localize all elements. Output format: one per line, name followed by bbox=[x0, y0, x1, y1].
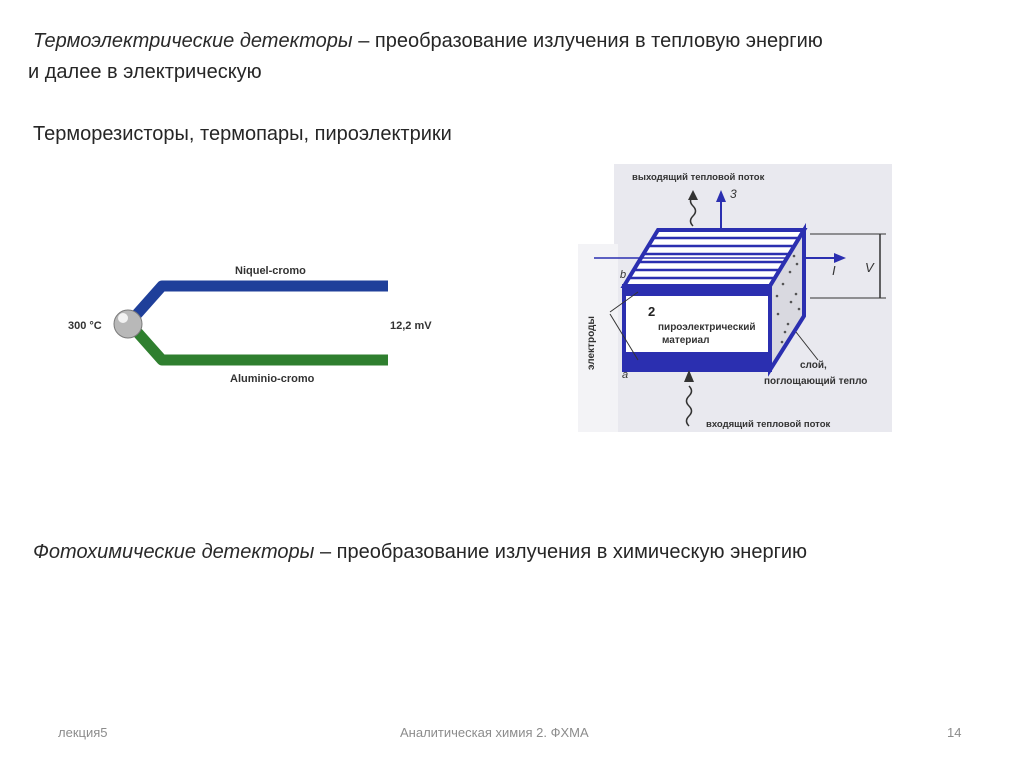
junction-ball bbox=[113, 309, 143, 339]
label-b: b bbox=[620, 269, 626, 281]
heading-photochemical: Фотохимические детекторы – преобразовани… bbox=[33, 539, 807, 565]
nickel-chromium-wire bbox=[125, 280, 388, 326]
absorbing-layer-texture bbox=[775, 254, 801, 344]
footer-course: Аналитическая химия 2. ФХМА bbox=[400, 725, 589, 740]
voltage-label-V: V bbox=[865, 260, 875, 275]
outgoing-flow-arrowhead bbox=[688, 190, 698, 200]
page-number: 14 bbox=[947, 725, 962, 740]
label-2: 2 bbox=[648, 304, 655, 319]
electrodes-leader-top bbox=[609, 291, 639, 313]
heading-thermoelectric-term: Термоэлектрические детекторы bbox=[33, 30, 353, 52]
heading-thermoelectric-definition: – преобразование излучения в тепловую эн… bbox=[352, 30, 823, 52]
axis-3-arrowhead bbox=[716, 190, 726, 202]
current-label-I: I bbox=[832, 263, 836, 278]
wire-bottom-label: Aluminio-cromo bbox=[230, 373, 315, 385]
layer-label-line1: слой, bbox=[800, 360, 827, 371]
electrodes-label: электроды bbox=[586, 316, 597, 370]
footer-lecture: лекция5 bbox=[58, 725, 108, 740]
thermocouple-diagram: Niquel-cromo Aluminio-cromo 300 °C 12,2 … bbox=[68, 265, 432, 385]
outgoing-flow-wave bbox=[689, 195, 697, 227]
bottom-electrode bbox=[624, 352, 770, 370]
layer-label-line2: поглощающий тепло bbox=[764, 376, 867, 387]
layer-leader bbox=[795, 331, 819, 361]
junction-ball-highlight bbox=[118, 313, 128, 323]
top-electrode-edge bbox=[624, 286, 770, 296]
heading-thermoelectric-line2: и далее в электрическую bbox=[28, 61, 262, 83]
wire-top-label: Niquel-cromo bbox=[235, 265, 306, 277]
voltage-label: 12,2 mV bbox=[390, 320, 432, 332]
out-flow-label: выходящий тепловой поток bbox=[632, 172, 765, 183]
top-electrode-stripes bbox=[629, 236, 799, 280]
temperature-label: 300 °C bbox=[68, 320, 102, 332]
label-a: a bbox=[622, 369, 628, 381]
subheading-detector-types: Терморезисторы, термопары, пироэлектрики bbox=[33, 123, 452, 145]
axis-label-3: 3 bbox=[730, 187, 737, 201]
incoming-flow-arrowhead bbox=[684, 370, 694, 382]
current-arrowhead bbox=[834, 253, 846, 263]
material-label-line2: материал bbox=[662, 335, 709, 346]
pyroelectric-diagram: выходящий тепловой поток 3 b 2 пироэлект… bbox=[578, 164, 892, 432]
material-label-line1: пироэлектрический bbox=[658, 322, 756, 333]
diagram-background-left bbox=[578, 244, 618, 432]
in-flow-label: входящий тепловой поток bbox=[706, 419, 830, 430]
aluminium-chromium-wire bbox=[125, 320, 388, 366]
heading-thermoelectric: Термоэлектрические детекторы – преобразо… bbox=[33, 28, 823, 54]
incoming-flow-wave bbox=[685, 385, 693, 427]
electrodes-leader-bottom bbox=[609, 313, 639, 361]
heading-photochemical-term: Фотохимические детекторы bbox=[33, 541, 315, 563]
heading-photochemical-definition: – преобразование излучения в химическую … bbox=[314, 541, 808, 563]
